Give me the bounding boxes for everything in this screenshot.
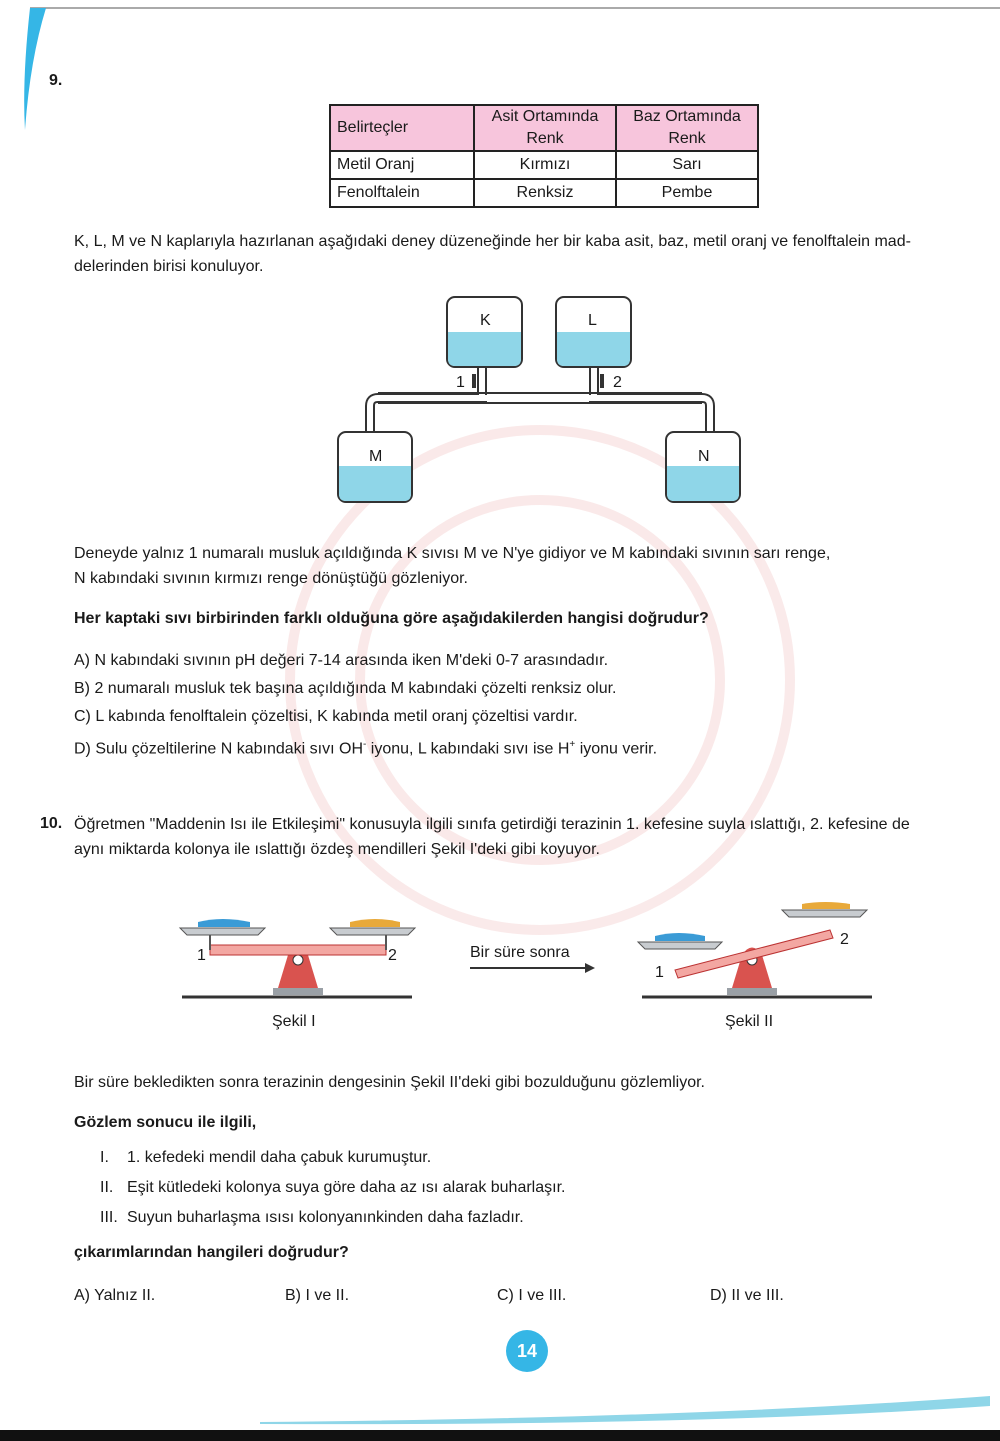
- table-header-indicators: Belirteçler: [329, 104, 475, 152]
- q9-option-a[interactable]: A) N kabındaki sıvının pH değeri 7-14 ar…: [74, 652, 609, 669]
- arrow-label: Bir süre sonra: [470, 944, 570, 961]
- table-cell: Renksiz: [473, 178, 617, 208]
- q9-intro-line1: K, L, M ve N kaplarıyla hazırlanan aşağı…: [74, 233, 911, 250]
- q10-intro-line1: Öğretmen "Maddenin Isı ile Etkileşimi" k…: [74, 816, 910, 833]
- tank-n-label: N: [698, 448, 710, 465]
- option-d-text: iyonu, L kabındaki sıvı ise H: [366, 740, 570, 758]
- pan-1-label-fig2: 1: [655, 964, 664, 981]
- q10-option-c[interactable]: C) I ve III.: [497, 1287, 567, 1304]
- experiment-diagram: [337, 296, 741, 503]
- statement-3-text: Suyun buharlaşma ısısı kolonyanınkinden …: [127, 1209, 524, 1226]
- question-10-number: 10.: [40, 815, 63, 832]
- statement-2-text: Eşit kütledeki kolonya suya göre daha az…: [127, 1179, 566, 1196]
- q9-option-d[interactable]: D) Sulu çözeltilerine N kabındaki sıvı O…: [74, 732, 657, 761]
- figure-1-caption: Şekil I: [272, 1013, 316, 1030]
- table-cell: Pembe: [615, 178, 759, 208]
- tank-k-label: K: [480, 312, 491, 329]
- q10-option-a[interactable]: A) Yalnız II.: [74, 1287, 156, 1304]
- pan-2-label: 2: [388, 947, 397, 964]
- q10-question: çıkarımlarından hangileri doğrudur?: [74, 1244, 349, 1261]
- statement-1-text: 1. kefedeki mendil daha çabuk kurumuştur…: [127, 1149, 432, 1166]
- table-cell: Sarı: [615, 150, 759, 180]
- q9-observation-line1: Deneyde yalnız 1 numaralı musluk açıldığ…: [74, 545, 831, 562]
- indicator-table: Belirteçler Asit Ortamında Renk Baz Orta…: [329, 104, 759, 208]
- valve-1-label: 1: [456, 374, 465, 391]
- q9-intro-line2: delerinden birisi konuluyor.: [74, 258, 264, 275]
- pan-2-label-fig2: 2: [840, 931, 849, 948]
- option-d-sup-minus: -: [363, 739, 367, 750]
- pan-1-label: 1: [197, 947, 206, 964]
- question-9-number: 9.: [49, 72, 63, 89]
- table-header-acid: Asit Ortamında Renk: [473, 104, 617, 152]
- q10-lead: Gözlem sonucu ile ilgili,: [74, 1114, 257, 1131]
- q10-intro-line2: aynı miktarda kolonya ile ıslattığı özde…: [74, 841, 600, 858]
- option-d-text: iyonu verir.: [575, 740, 658, 758]
- option-d-sup-plus: +: [569, 739, 576, 750]
- table-cell: Metil Oranj: [329, 150, 475, 180]
- option-d-text: D) Sulu çözeltilerine N kabındaki sıvı O…: [74, 740, 363, 758]
- balance-figures: [178, 902, 872, 999]
- q9-observation-line2: N kabındaki sıvının kırmızı renge dönüşt…: [74, 570, 468, 587]
- table-header-base: Baz Ortamında Renk: [615, 104, 759, 152]
- statement-2-number: II.: [100, 1179, 114, 1196]
- table-cell: Fenolftalein: [329, 178, 475, 208]
- q9-option-b[interactable]: B) 2 numaralı musluk tek başına açıldığı…: [74, 680, 617, 697]
- statement-3-number: III.: [100, 1209, 118, 1226]
- table-cell: Kırmızı: [473, 150, 617, 180]
- valve-2-label: 2: [613, 374, 622, 391]
- q9-option-c[interactable]: C) L kabında fenolftalein çözeltisi, K k…: [74, 708, 578, 725]
- tank-m-label: M: [369, 448, 383, 465]
- page-number-badge: 14: [506, 1330, 548, 1372]
- figure-2-caption: Şekil II: [725, 1013, 774, 1030]
- q10-option-b[interactable]: B) I ve II.: [285, 1287, 350, 1304]
- q10-option-d[interactable]: D) II ve III.: [710, 1287, 784, 1304]
- statement-1-number: I.: [100, 1149, 109, 1166]
- tank-l-label: L: [588, 312, 597, 329]
- q9-question: Her kaptaki sıvı birbirinden farklı oldu…: [74, 610, 709, 627]
- q10-observation: Bir süre bekledikten sonra terazinin den…: [74, 1074, 705, 1091]
